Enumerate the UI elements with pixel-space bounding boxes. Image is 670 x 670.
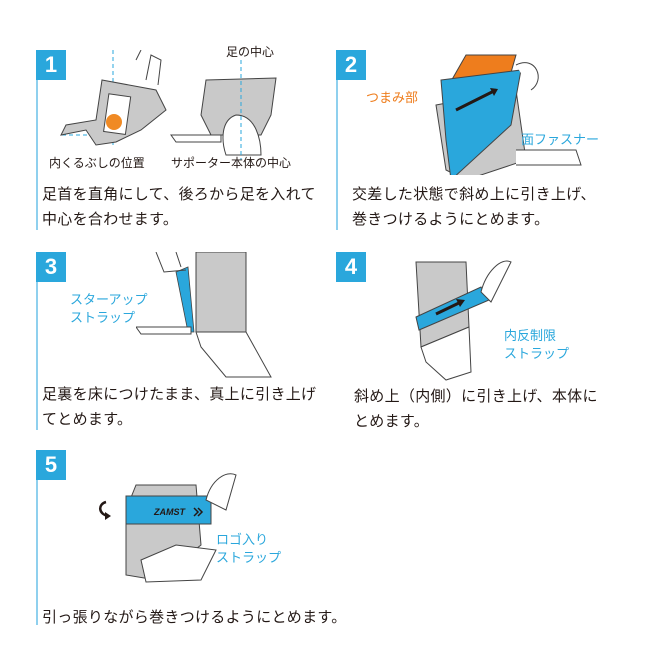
label-stirrup-strap-line-1: スターアップ	[70, 293, 148, 308]
step-number-badge: 1	[36, 50, 66, 80]
label-logo-strap-line-2: ストラップ	[216, 551, 282, 566]
label-stirrup-strap-line-2: ストラップ	[70, 311, 136, 326]
step-description-line-2: とめます。	[354, 412, 430, 430]
step-description-line-1: 斜め上（内側）に引き上げ、本体に	[354, 387, 598, 405]
step-number-badge: 3	[36, 252, 66, 282]
step-number-badge: 4	[336, 252, 366, 282]
ankle-stirrup-strap-illustration	[136, 252, 272, 378]
label-inversion-strap-line-2: ストラップ	[504, 347, 570, 362]
step-description-line-1: 足裏を床につけたまま、真上に引き上げ	[42, 385, 317, 403]
step-3: 3 スターアップ ストラップ 足裏を床につけたまま、真上に引き上げ てとめます。	[36, 252, 326, 432]
label-inversion-strap-line-1: 内反制限	[504, 329, 557, 344]
step-2: 2 つまみ部 面ファスナー 交差した状態で斜め上に引き上げ、 巻きつけるようにと…	[336, 50, 636, 235]
step-4: 4 内反制限 ストラップ 斜め上（内側）に引き上げ、本体に とめます。	[336, 252, 636, 432]
label-inner-ankle-position: 内くるぶしの位置	[49, 156, 145, 170]
step-divider-line	[36, 282, 38, 430]
step-description-line-1: 引っ張りながら巻きつけるようにとめます。	[42, 608, 347, 626]
label-grip-part: つまみ部	[366, 91, 419, 106]
zamst-logo: ZAMST	[153, 507, 186, 517]
ankle-logo-strap-illustration: ZAMST	[99, 473, 237, 583]
ankle-side-illustration	[60, 50, 167, 146]
step-1: 1 足の中心 内くるぶしの位置 サポーター本体の中心 足首を直角にして、後ろから…	[36, 45, 326, 235]
step-divider-line	[336, 80, 338, 230]
label-logo-strap-line-1: ロゴ入り	[216, 533, 269, 548]
step-5: 5 ZAMST ロゴ入り ストラップ 引っ張りながら巻きつけるようにとめます。	[36, 450, 346, 630]
ankle-cross-strap-illustration	[435, 54, 582, 175]
label-foot-center: 足の中心	[226, 45, 275, 59]
step-description-line-2: 巻きつけるようにとめます。	[352, 210, 550, 228]
ankle-inversion-strap-illustration	[415, 260, 512, 381]
step-description-line-2: てとめます。	[42, 410, 133, 428]
label-hook-and-loop-fastener: 面ファスナー	[521, 133, 600, 148]
step-description-line-1: 交差した状態で斜め上に引き上げ、	[352, 185, 596, 203]
step-divider-line	[36, 80, 38, 230]
step-description-line-2: 中心を合わせます。	[42, 210, 179, 228]
step-description-line-1: 足首を直角にして、後ろから足を入れて	[42, 185, 316, 203]
step-number-badge: 5	[36, 450, 66, 480]
ankle-back-illustration	[170, 60, 277, 160]
label-supporter-center: サポーター本体の中心	[171, 156, 292, 170]
step-number-badge: 2	[336, 50, 366, 80]
step-divider-line	[36, 480, 38, 625]
